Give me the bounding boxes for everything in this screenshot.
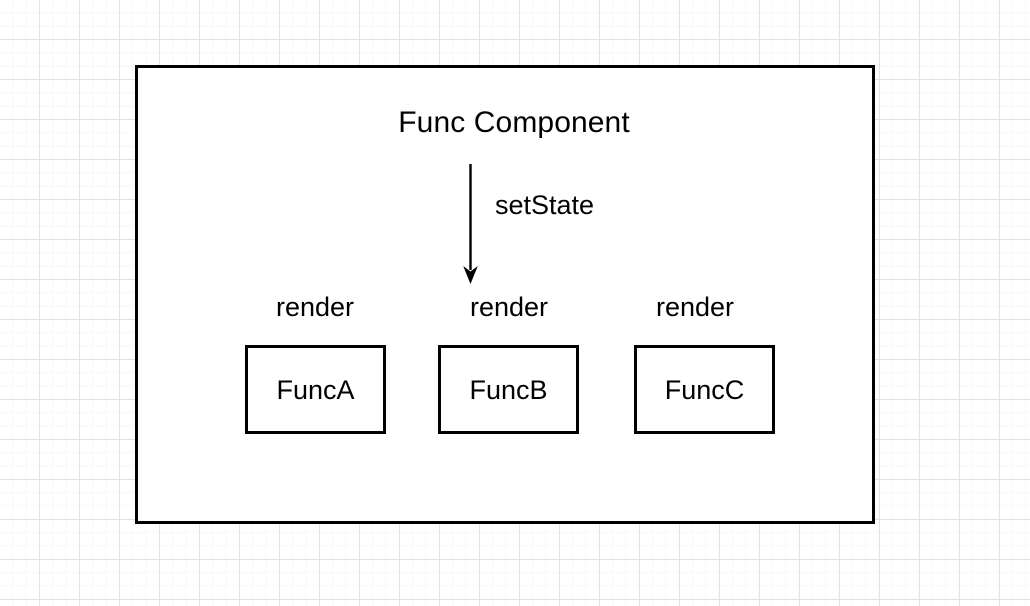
func-component-container: [135, 65, 875, 524]
render-label-funcb: render: [469, 292, 549, 322]
arrow-down-icon: [463, 164, 478, 284]
func-component-title-text: Func Component: [398, 106, 630, 139]
setstate-arrow: [455, 160, 489, 290]
child-component-label-funca: FuncA: [276, 374, 355, 405]
child-component-box-funcb: FuncB: [438, 345, 579, 434]
render-label-funcc: render: [655, 292, 735, 322]
child-component-label-funcc: FuncC: [664, 374, 745, 405]
child-component-box-funcc: FuncC: [634, 345, 775, 434]
child-component-label-funcb: FuncB: [469, 374, 548, 405]
setstate-label: setState: [495, 190, 595, 220]
render-label-funca: render: [275, 292, 355, 322]
page-title: Func Component: [0, 105, 1030, 141]
child-component-box-funca: FuncA: [245, 345, 386, 434]
